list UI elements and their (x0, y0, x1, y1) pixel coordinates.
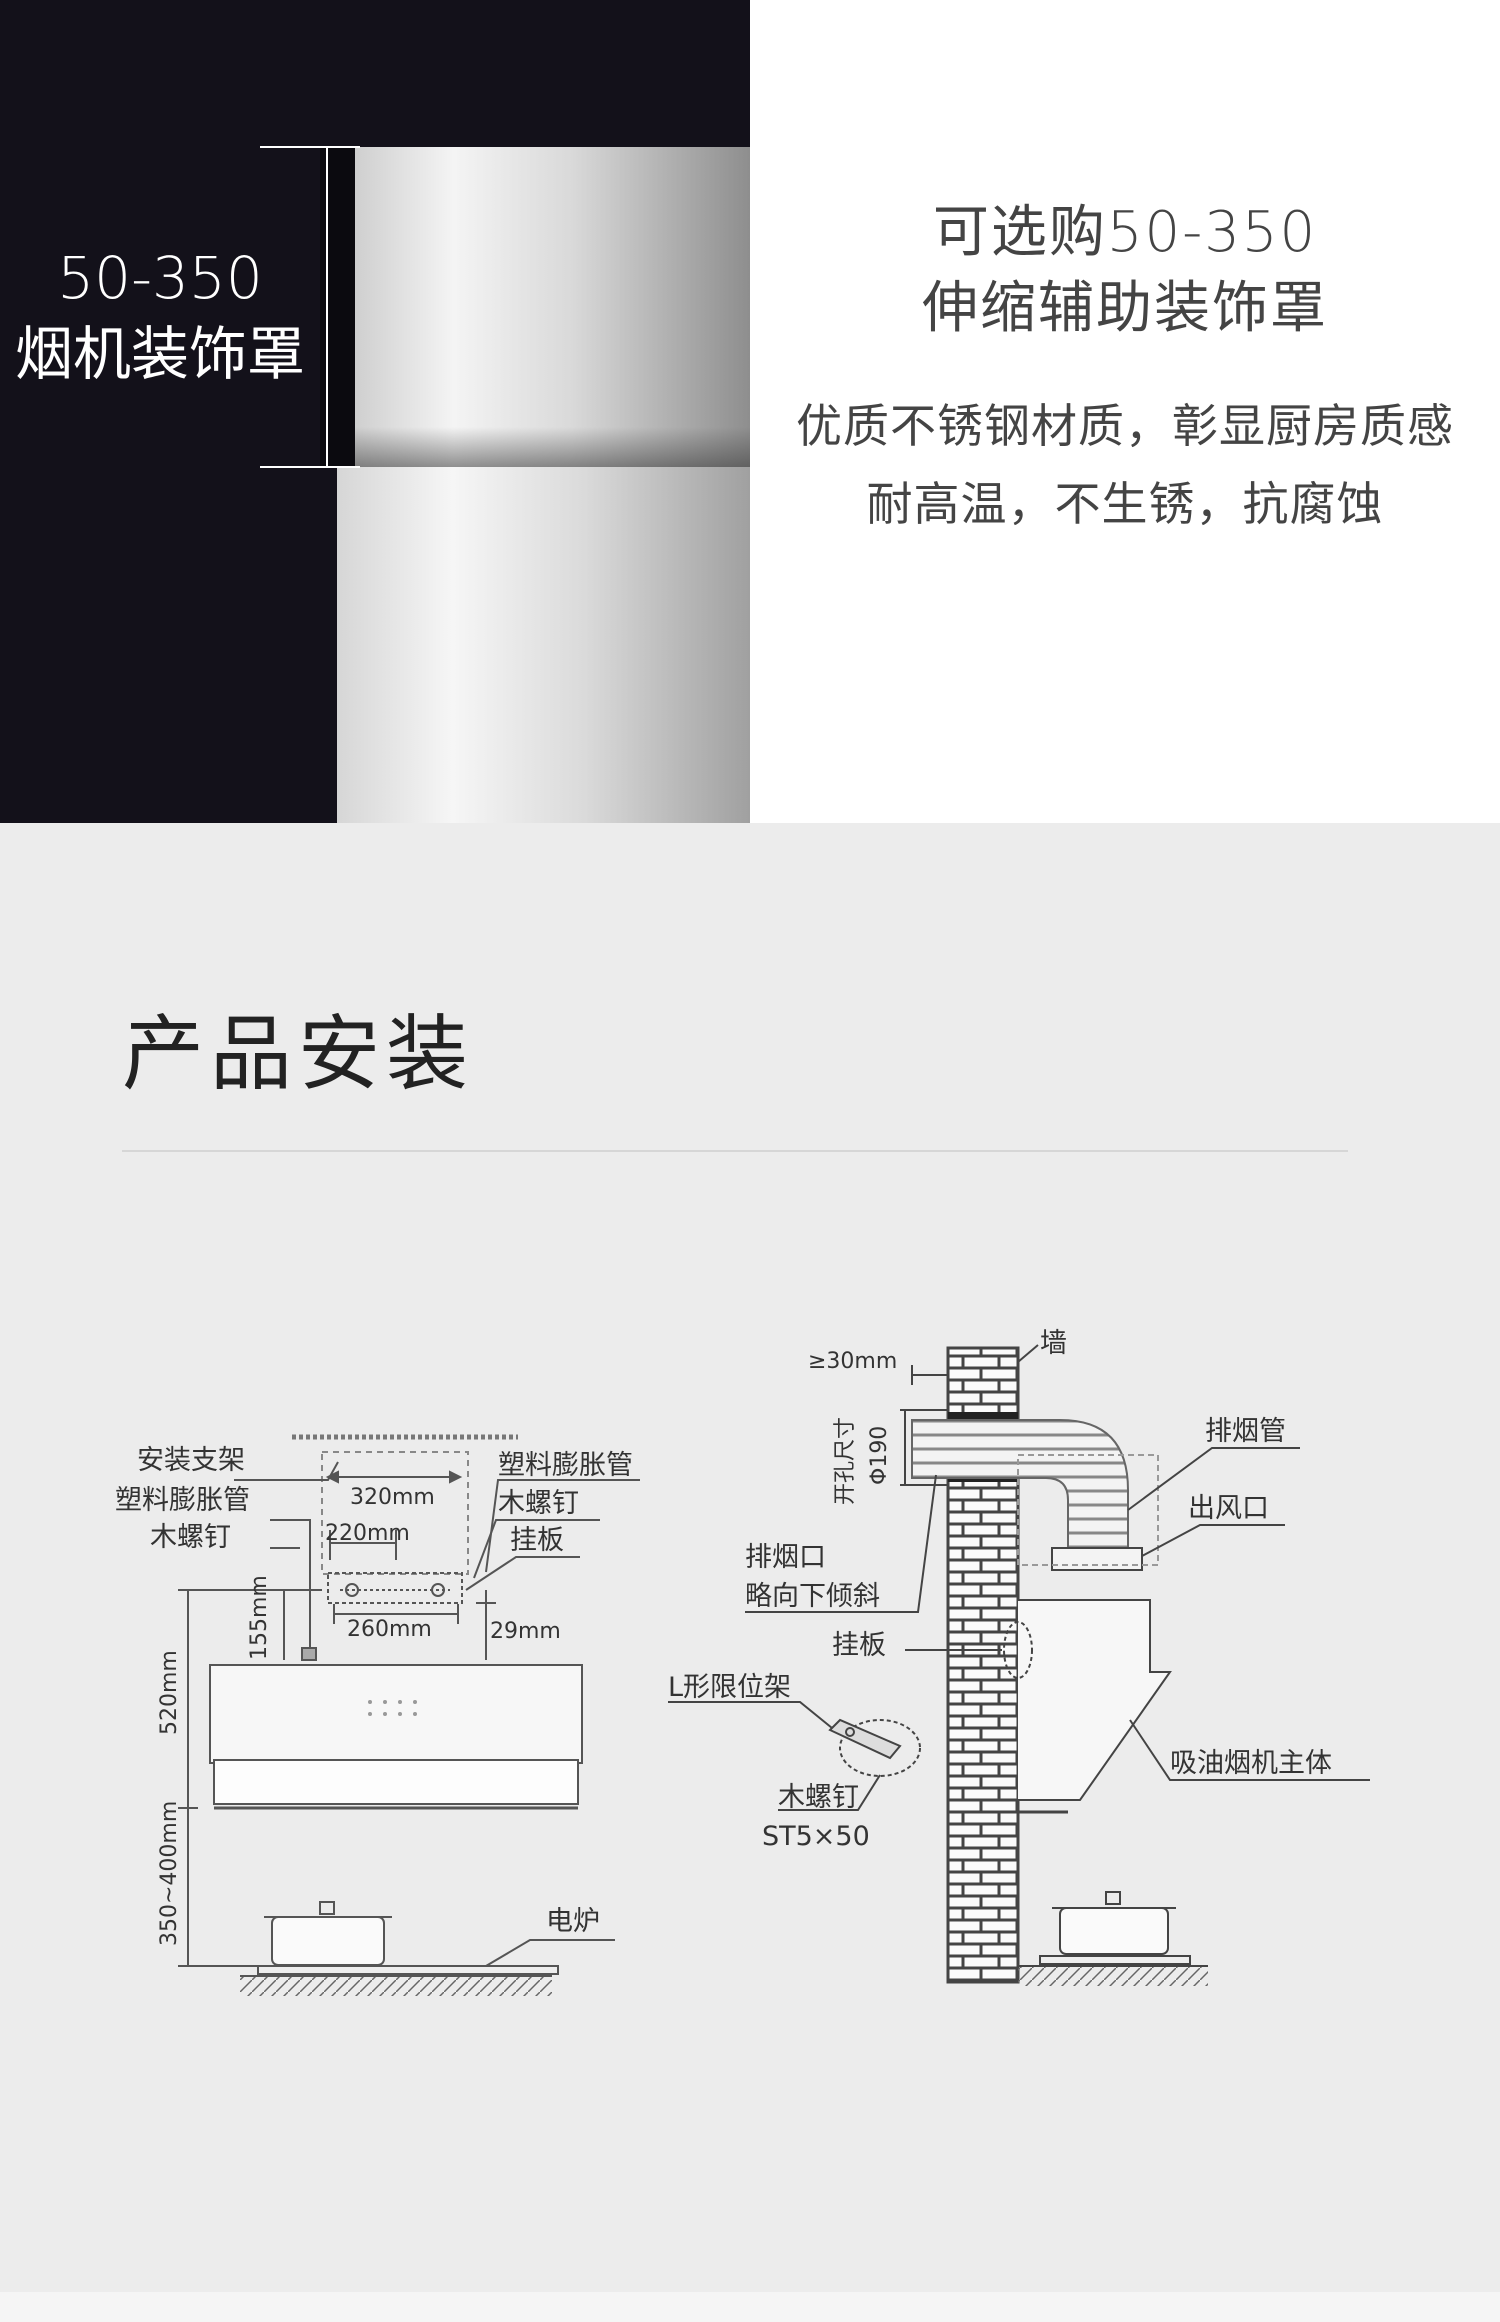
label-mount-bracket: 安装支架 (137, 1445, 245, 1476)
dim-520mm: 520mm (157, 1650, 182, 1735)
label-stove: 电炉 (546, 1906, 600, 1937)
label-wood-screw-side: 木螺钉 (778, 1782, 859, 1813)
label-hanging-plate: 挂板 (510, 1525, 564, 1556)
cover-range-value: 50-350 (57, 244, 263, 312)
label-main-body: 吸油烟机主体 (1170, 1748, 1332, 1779)
feature-desc-line2: 耐高温，不生锈，抗腐蚀 (866, 477, 1384, 531)
dim-30mm: ≥30mm (808, 1349, 897, 1374)
dim-320mm: 320mm (350, 1485, 435, 1510)
dim-155mm: 155mm (247, 1575, 272, 1660)
decorative-cover-lower-image (337, 467, 750, 823)
feature-desc-line1: 优质不锈钢材质，彰显厨房质感 (796, 399, 1454, 453)
label-wood-screw-left: 木螺钉 (150, 1522, 231, 1553)
label-plastic-anchor-right: 塑料膨胀管 (498, 1450, 633, 1481)
dim-190: Φ190 (867, 1426, 892, 1485)
decorative-cover-upper-image (355, 147, 750, 467)
banner: 50-350 烟机装饰罩 可选购50-350 伸缩辅助装饰罩 优质不锈钢材质，彰… (0, 0, 1500, 823)
label-plastic-anchor-left: 塑料膨胀管 (115, 1485, 250, 1516)
front-view-dimensions: 320mm 220mm 260mm 29mm 155mm 520mm 350~4… (157, 1485, 561, 1946)
page-footer-strip (0, 2292, 1500, 2322)
label-hanging-plate-side: 挂板 (832, 1630, 886, 1661)
feature-title-line1: 可选购50-350 (932, 200, 1318, 265)
feature-title-line2: 伸缩辅助装饰罩 (922, 276, 1328, 341)
dim-220mm: 220mm (325, 1521, 410, 1546)
cover-feature-text: 可选购50-350 伸缩辅助装饰罩 优质不锈钢材质，彰显厨房质感 耐高温，不生锈… (750, 195, 1500, 543)
label-air-outlet: 出风口 (1188, 1493, 1269, 1524)
label-screw-spec: ST5×50 (762, 1821, 870, 1852)
cover-range-caption: 50-350 烟机装饰罩 (0, 240, 320, 392)
dim-29mm: 29mm (490, 1619, 561, 1644)
label-exhaust-port-line1: 排烟口 (745, 1542, 826, 1573)
side-view-dimensions: ≥30mm 开孔尺寸 Φ190 (808, 1349, 897, 1505)
label-wall: 墙 (1040, 1328, 1067, 1359)
front-view-diagram (178, 1434, 640, 1996)
label-exhaust-port-line2: 略向下倾斜 (745, 1581, 880, 1612)
cover-range-label: 烟机装饰罩 (14, 320, 305, 388)
dim-350-400mm: 350~400mm (157, 1801, 182, 1946)
side-view-labels: 墙 排烟管 出风口 排烟口 略向下倾斜 挂板 L形限位架 吸油烟机主体 木螺钉 … (668, 1328, 1332, 1852)
dim-260mm: 260mm (347, 1617, 432, 1642)
section-divider (122, 1150, 1348, 1152)
side-view-diagram (668, 1344, 1370, 1986)
steel-shadow-edge (320, 147, 355, 467)
height-dimension-bracket (260, 146, 360, 468)
label-exhaust-pipe: 排烟管 (1205, 1416, 1286, 1447)
dim-hole-size-label: 开孔尺寸 (833, 1417, 858, 1505)
label-l-bracket: L形限位架 (668, 1672, 791, 1703)
front-view-labels: 安装支架 塑料膨胀管 木螺钉 塑料膨胀管 木螺钉 挂板 电炉 (115, 1445, 633, 1937)
label-wood-screw-right: 木螺钉 (498, 1488, 579, 1519)
feature-description: 优质不锈钢材质，彰显厨房质感 耐高温，不生锈，抗腐蚀 (750, 387, 1500, 543)
section-title: 产品安装 (122, 1007, 475, 1102)
